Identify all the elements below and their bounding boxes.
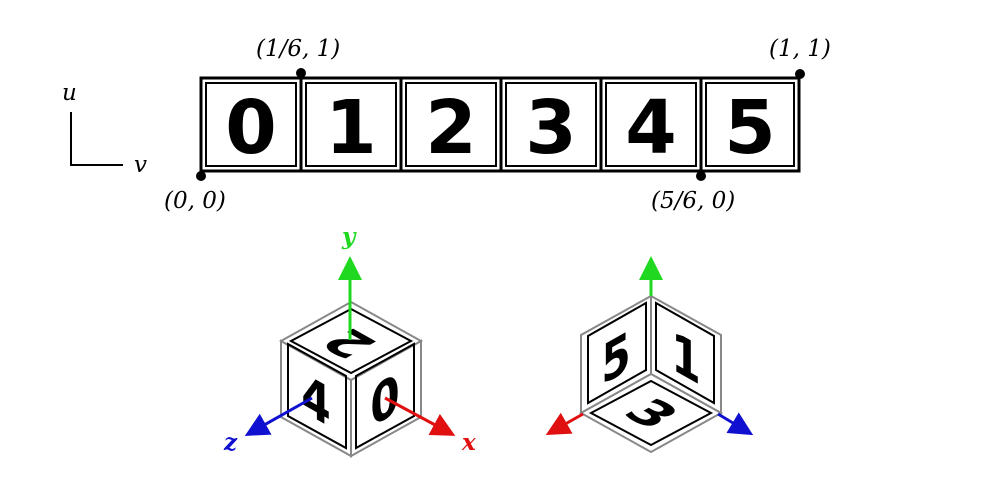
tile-1: 1 xyxy=(299,76,403,173)
v-axis-label: v xyxy=(134,152,147,178)
uv-axis-lines xyxy=(70,112,123,166)
corner-label-tile1-top: (1/6, 1) xyxy=(256,36,340,62)
tile-4: 4 xyxy=(599,76,703,173)
z-axis-label: z xyxy=(223,429,238,456)
corner-label-end-top: (1, 1) xyxy=(769,36,831,62)
back-x-axis-arrow xyxy=(545,412,584,435)
tile-digit-5: 5 xyxy=(724,85,776,171)
u-axis-label: u xyxy=(62,80,77,106)
z-axis-arrow xyxy=(244,396,313,436)
tile-2: 2 xyxy=(399,76,503,173)
y-axis-label: y xyxy=(341,223,357,250)
cube-back: 5 1 3 xyxy=(545,256,754,454)
corner-dot-tile5-bottom xyxy=(696,171,706,181)
tile-5: 5 xyxy=(699,76,801,173)
x-axis-label: x xyxy=(461,429,476,456)
uv-axis-indicator: u v xyxy=(62,80,147,178)
tile-digit-3: 3 xyxy=(525,85,577,171)
corner-dot-tile1-top xyxy=(296,68,306,78)
corner-label-tile5-bottom: (5/6, 0) xyxy=(651,188,735,214)
back-z-axis-arrow xyxy=(717,412,754,436)
x-axis-arrow xyxy=(384,396,456,436)
tile-digit-4: 4 xyxy=(625,85,677,171)
tile-digit-2: 2 xyxy=(425,85,477,171)
texture-strip: 0 1 2 3 4 5 (0 xyxy=(164,36,831,214)
tile-0: 0 xyxy=(199,76,303,173)
tile-digit-0: 0 xyxy=(225,85,277,171)
cube-front: 2 4 0 y x z xyxy=(223,223,476,458)
cube-back-bottom-face xyxy=(578,372,724,454)
corner-label-origin: (0, 0) xyxy=(164,188,226,214)
tile-3: 3 xyxy=(499,76,603,173)
corner-dot-end-top xyxy=(795,69,805,79)
corner-dot-origin xyxy=(196,171,206,181)
tile-digit-1: 1 xyxy=(325,85,377,171)
